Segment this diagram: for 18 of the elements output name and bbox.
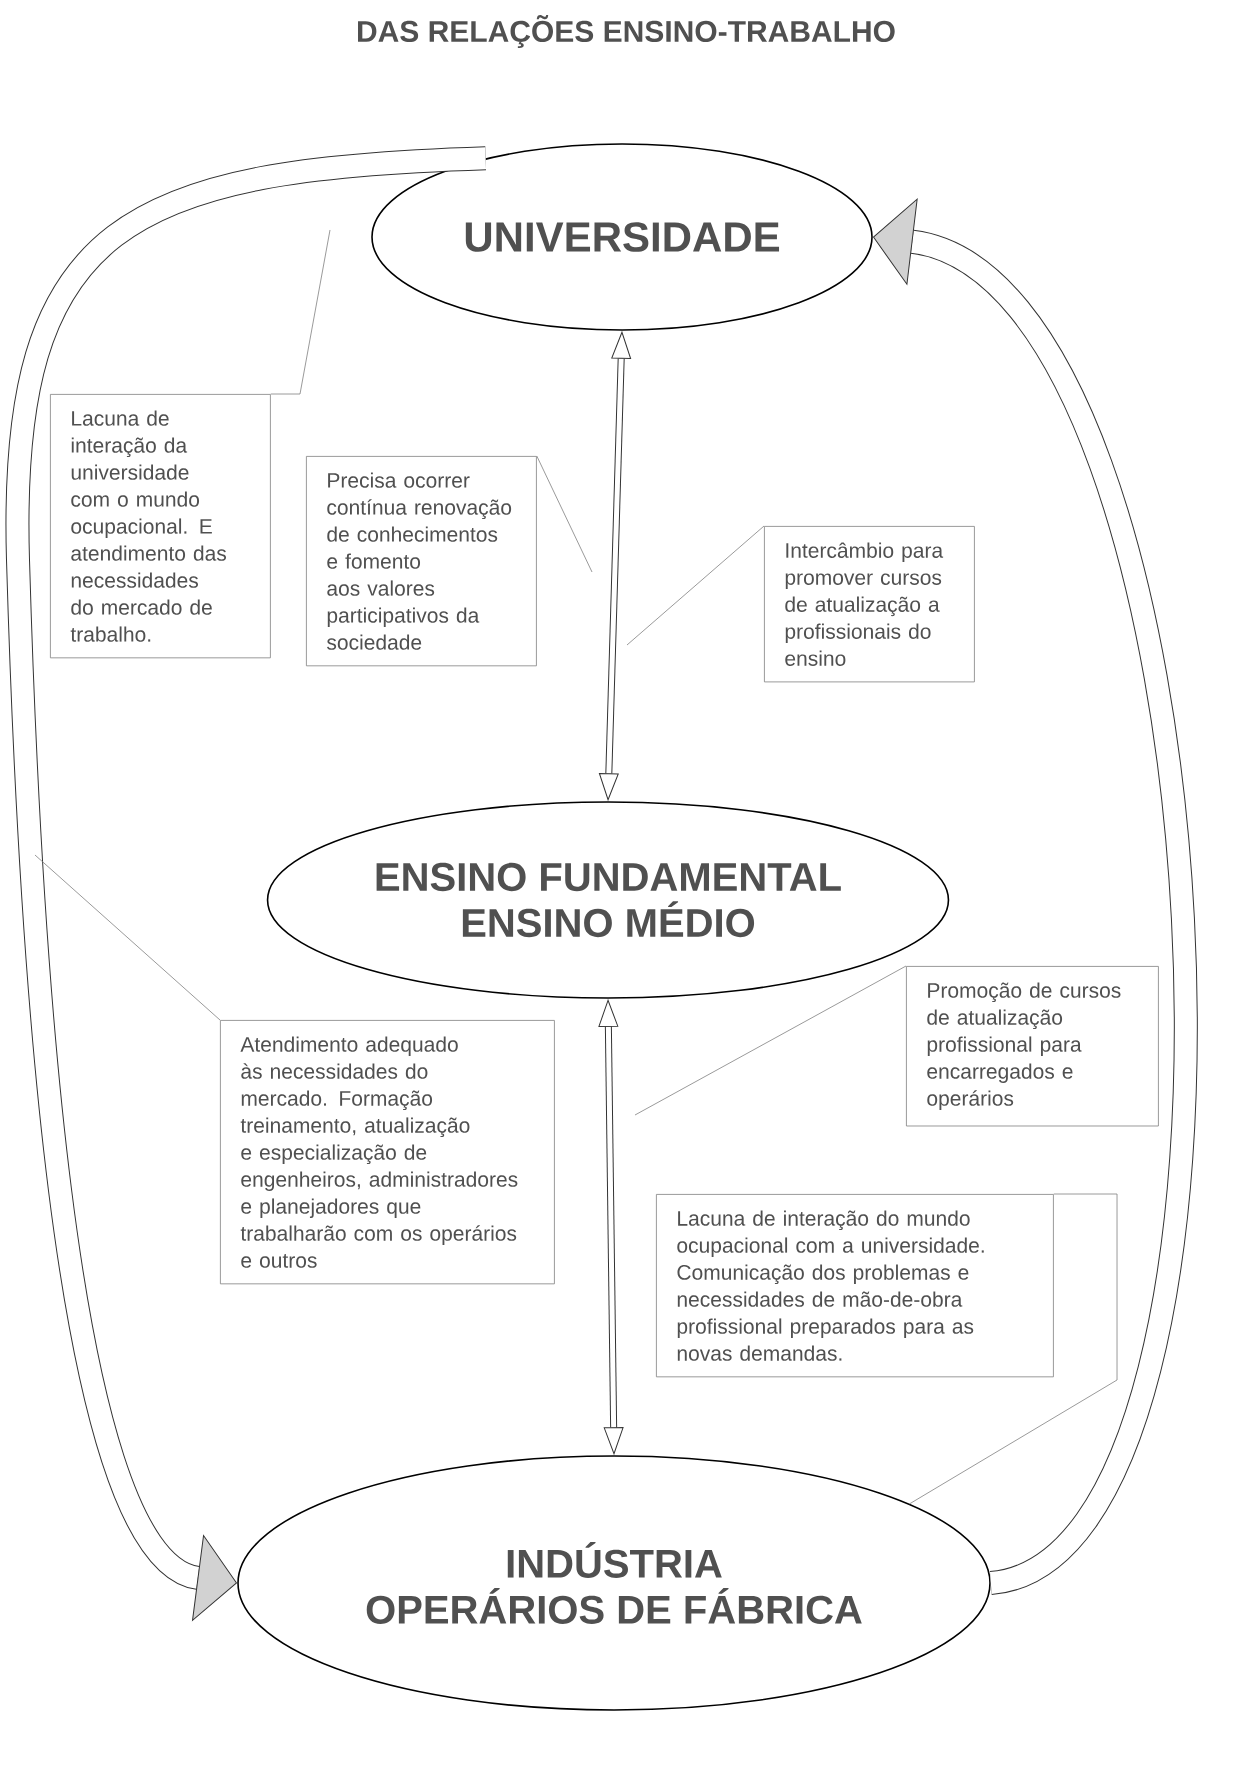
ellipse-node: UNIVERSIDADE: [371, 143, 873, 331]
curved-arrow: [873, 198, 1197, 1594]
ellipse-node: INDÚSTRIA OPERÁRIOS DE FÁBRICA: [237, 1455, 991, 1711]
title: DAS RELAÇÕES ENSINO-TRABALHO: [358, 15, 895, 48]
leader-line: [909, 1193, 1118, 1505]
leader-line: [536, 455, 593, 573]
text-box: Promoção de cursos de atualização profissional para encarregados e operários: [906, 966, 1159, 1127]
leader-line: [34, 854, 221, 1021]
text-box: Lacuna de interação da universidade com o mundo ocupacional. E atendimento das necessidades do mercado de trabalho.: [50, 394, 271, 659]
leader-line: [270, 229, 331, 395]
double-arrow: [598, 999, 624, 1455]
text-box: Precisa ocorrer contínua renovação de conhecimentos e fomento aos valores participativos da sociedade: [306, 456, 537, 667]
curved-arrow: [6, 146, 487, 1621]
double-arrow: [598, 331, 632, 801]
text-box: Atendimento adequado às necessidades do mercado. Formação treinamento, atualização e especialização de engenheiros, administradores e planejadores que trabalharão com os operários e outros: [220, 1020, 555, 1285]
text-box: Lacuna de interação do mundo ocupacional com a universidade. Comunicação dos problemas e necessidades de mão-de-obra profissional preparados para as novas demandas.: [656, 1194, 1054, 1378]
leader-line: [626, 525, 765, 646]
text-box: Intercâmbio para promover cursos de atualização a profissionais do ensino: [764, 526, 975, 683]
